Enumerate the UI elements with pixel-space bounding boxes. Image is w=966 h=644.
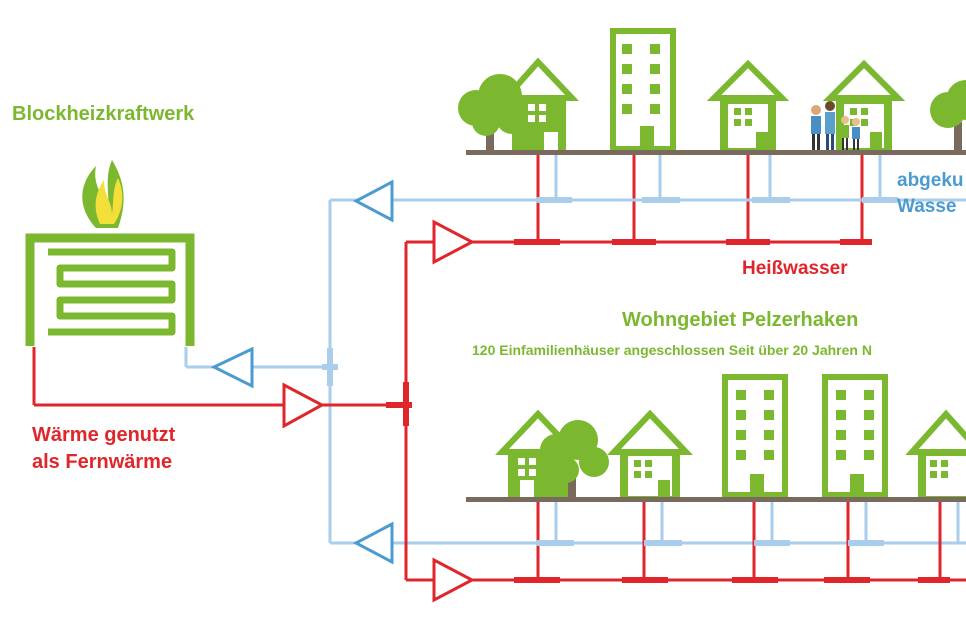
heat-used-label-line1: Wärme genutzt bbox=[32, 424, 176, 446]
upper-neighbourhood bbox=[458, 28, 966, 240]
apartment-building-icon bbox=[722, 374, 788, 498]
house-icon bbox=[706, 59, 790, 152]
triangle-arrow-icon bbox=[352, 521, 394, 565]
return-pipes-upper bbox=[554, 155, 900, 202]
house-icon bbox=[905, 409, 966, 498]
return-pipes-lower bbox=[536, 502, 960, 546]
return-network bbox=[184, 179, 966, 565]
street-line bbox=[466, 497, 966, 502]
tree-icon bbox=[930, 80, 966, 152]
chp-plant-label: Blockheizkraftwerk bbox=[12, 103, 195, 125]
apartment-building-icon bbox=[610, 28, 676, 152]
triangle-arrow-icon bbox=[352, 179, 394, 223]
cooled-water-label-line2: Wasse bbox=[897, 196, 957, 217]
family-icon bbox=[811, 101, 860, 150]
triangle-arrow-icon bbox=[432, 219, 476, 265]
district-info-label: 120 Einfamilienhäuser angeschlossen Seit… bbox=[472, 342, 872, 358]
house-icon bbox=[607, 409, 693, 498]
triangle-arrow-icon bbox=[282, 382, 326, 429]
street-line bbox=[466, 150, 966, 155]
house-icon bbox=[822, 59, 906, 152]
tree-icon bbox=[540, 420, 609, 498]
heat-exchanger-icon bbox=[25, 233, 195, 346]
heat-used-label-line2: als Fernwärme bbox=[32, 451, 173, 473]
apartment-building-icon bbox=[822, 374, 888, 498]
supply-network bbox=[32, 219, 966, 603]
house-icon bbox=[499, 57, 579, 152]
district-name-label: Wohngebiet Pelzerhaken bbox=[622, 309, 859, 331]
triangle-arrow-icon bbox=[432, 557, 476, 603]
flame-icon bbox=[82, 160, 124, 228]
cooled-water-label-line1: abgeku bbox=[897, 170, 964, 191]
lower-neighbourhood bbox=[466, 374, 966, 580]
hot-water-pipes-upper bbox=[536, 155, 864, 240]
hot-water-label: Heißwasser bbox=[742, 258, 848, 279]
triangle-arrow-icon bbox=[210, 346, 254, 389]
house-icon bbox=[495, 409, 581, 498]
